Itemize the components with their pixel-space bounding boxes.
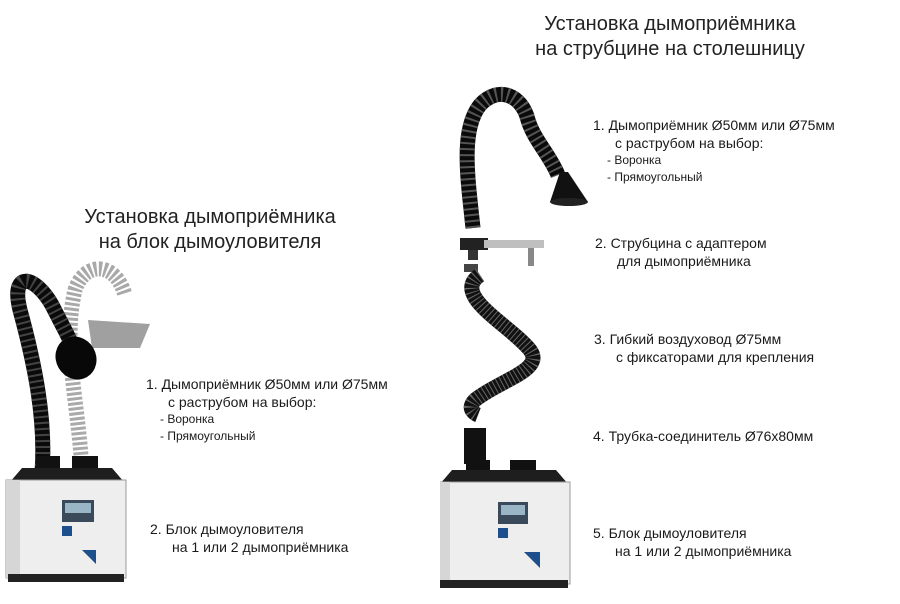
left-item1-option2: - Прямоугольный — [160, 429, 256, 443]
extractor-unit-left — [5, 456, 127, 582]
left-illustration — [5, 261, 150, 582]
extractor-unit-right — [440, 460, 571, 588]
right-item1-option1: - Воронка — [607, 153, 662, 167]
clamp-with-adapter — [460, 238, 544, 272]
right-item2-line1: 2. Струбцина с адаптером — [595, 235, 767, 251]
right-item3-line2: с фиксаторами для крепления — [616, 349, 815, 365]
right-title: Установка дымоприёмника на струбцине на … — [460, 12, 880, 62]
right-item5-line2: на 1 или 2 дымоприёмника — [615, 543, 792, 559]
left-item2-line2: на 1 или 2 дымоприёмника — [172, 539, 349, 555]
ghost-arm-rectangular-hood — [62, 261, 150, 471]
left-item2-line1: 2. Блок дымоуловителя — [150, 521, 304, 537]
black-arm-funnel-hood — [10, 273, 97, 473]
flexible-duct — [463, 268, 541, 422]
right-item3-caption: 3. Гибкий воздуховод Ø75мм с фиксаторами… — [594, 330, 814, 366]
left-item1-line2: с раструбом на выбор: — [168, 394, 317, 410]
right-title-line2: на струбцине на столешницу — [535, 38, 805, 60]
left-item2-caption: 2. Блок дымоуловителя на 1 или 2 дымопри… — [150, 520, 348, 556]
right-title-line1: Установка дымоприёмника — [544, 13, 796, 35]
right-item1-caption: 1. Дымоприёмник Ø50мм или Ø75мм с растру… — [593, 116, 835, 186]
left-item1-caption: 1. Дымоприёмник Ø50мм или Ø75мм с растру… — [146, 375, 388, 445]
left-title-line1: Установка дымоприёмника — [84, 206, 336, 228]
left-title: Установка дымоприёмника на блок дымоулов… — [40, 205, 380, 255]
right-arm-funnel-hood — [459, 86, 588, 229]
right-item4-line1: 4. Трубка-соединитель Ø76x80мм — [593, 428, 814, 444]
right-item2-line2: для дымоприёмника — [617, 253, 751, 269]
right-item1-line1: 1. Дымоприёмник Ø50мм или Ø75мм — [593, 117, 835, 133]
right-item5-line1: 5. Блок дымоуловителя — [593, 525, 747, 541]
left-title-line2: на блок дымоуловителя — [98, 231, 322, 253]
right-item5-caption: 5. Блок дымоуловителя на 1 или 2 дымопри… — [593, 524, 791, 560]
right-item1-option2: - Прямоугольный — [607, 170, 703, 184]
right-item3-line1: 3. Гибкий воздуховод Ø75мм — [594, 331, 782, 347]
left-item1-option1: - Воронка — [160, 412, 215, 426]
right-item4-caption: 4. Трубка-соединитель Ø76x80мм — [593, 427, 813, 445]
left-item1-line1: 1. Дымоприёмник Ø50мм или Ø75мм — [146, 376, 388, 392]
right-illustration — [440, 86, 588, 588]
right-item2-caption: 2. Струбцина с адаптером для дымоприёмни… — [595, 234, 767, 270]
right-item1-line2: с раструбом на выбор: — [615, 135, 764, 151]
connector-tube — [464, 428, 486, 464]
